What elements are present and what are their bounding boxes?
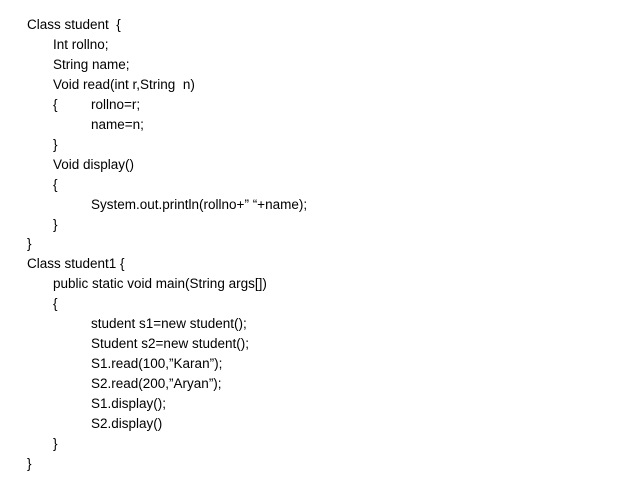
code-line-int-rollno: Int rollno; bbox=[53, 36, 109, 52]
code-line-s2-display: S2.display() bbox=[91, 416, 163, 431]
code-line-new-s2: Student s2=new student(); bbox=[91, 336, 249, 352]
code-line-void-display: Void display() bbox=[53, 156, 135, 172]
code-line-class-student: Class student { bbox=[27, 17, 121, 32]
code-line-rollno-assign: rollno=r; bbox=[91, 96, 141, 112]
code-line-new-s1: student s1=new student(); bbox=[91, 316, 247, 332]
code-line-class-student1: Class student1 { bbox=[27, 256, 125, 272]
code-line-class-close-brace: } bbox=[27, 236, 32, 252]
code-line-s2-read: S2.read(200,”Aryan”); bbox=[91, 376, 222, 392]
code-line-final-close-brace: } bbox=[27, 455, 32, 471]
code-line-void-read: Void read(int r,String n) bbox=[53, 76, 195, 92]
code-line-read-close-brace: } bbox=[53, 136, 58, 152]
code-line-name-assign: name=n; bbox=[91, 116, 144, 132]
code-line-s1-read: S1.read(100,”Karan”); bbox=[91, 356, 223, 372]
code-line-main-open-brace: { bbox=[53, 296, 58, 312]
code-line-s1-display: S1.display(); bbox=[91, 396, 167, 412]
code-line-display-open-brace: { bbox=[53, 176, 58, 192]
code-line-main-close-brace: } bbox=[53, 435, 58, 451]
code-line-string-name: String name; bbox=[53, 56, 130, 72]
code-line-display-close-brace: } bbox=[53, 216, 58, 232]
code-line-println: System.out.println(rollno+” “+name); bbox=[91, 196, 308, 212]
code-line-read-open-brace: { bbox=[53, 96, 58, 112]
code-line-main-signature: public static void main(String args[]) bbox=[53, 276, 267, 292]
